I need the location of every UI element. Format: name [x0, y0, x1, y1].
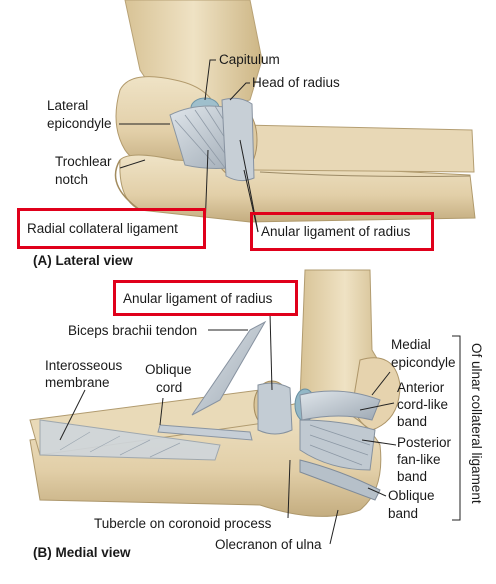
label-anular-ligament-a: Anular ligament of radius	[261, 224, 411, 239]
label-oblique-cord-line1: Oblique	[145, 362, 192, 377]
panel-b-leader-lines	[59, 312, 461, 545]
label-lateral-epicondyle-line2: epicondyle	[47, 116, 112, 131]
label-radial-collateral-ligament: Radial collateral ligament	[27, 221, 178, 236]
label-oblique-band-line2: band	[388, 506, 419, 521]
label-interosseous-line1: Interosseous	[45, 358, 123, 373]
label-anterior-band-line3: band	[397, 414, 428, 429]
label-anterior-band-line2: cord-like	[397, 397, 449, 412]
highlight-box-radial-collateral	[17, 208, 206, 249]
label-medial-epicondyle-line1: Medial	[391, 337, 431, 352]
label-oblique-band-line1: Oblique	[388, 488, 435, 503]
caption-medial-view: (B) Medial view	[33, 545, 131, 560]
label-biceps-brachii-tendon: Biceps brachii tendon	[68, 323, 198, 338]
panel-b-illustration	[29, 269, 401, 517]
caption-lateral-view: (A) Lateral view	[33, 253, 133, 268]
label-anterior-band-line1: Anterior	[397, 380, 445, 395]
label-capitulum: Capitulum	[219, 52, 280, 67]
label-trochlear-notch-line1: Trochlear	[55, 154, 112, 169]
label-lateral-epicondyle-line1: Lateral	[47, 98, 89, 113]
label-ulnar-collateral-bracket: Of ulnar collateral ligament	[469, 343, 484, 504]
label-anular-ligament-b: Anular ligament of radius	[123, 291, 273, 306]
label-medial-epicondyle-line2: epicondyle	[391, 355, 456, 370]
highlight-box-anular-a	[250, 212, 434, 251]
label-interosseous-line2: membrane	[45, 375, 110, 390]
label-oblique-cord-line2: cord	[156, 380, 183, 395]
label-olecranon: Olecranon of ulna	[215, 537, 322, 552]
label-posterior-band-line3: band	[397, 469, 428, 484]
label-trochlear-notch-line2: notch	[55, 172, 89, 187]
panel-a-illustration	[114, 0, 476, 223]
label-tubercle-coronoid: Tubercle on coronoid process	[94, 516, 272, 531]
highlight-box-anular-b	[113, 280, 298, 316]
label-posterior-band-line2: fan-like	[397, 452, 441, 467]
label-posterior-band-line1: Posterior	[397, 435, 452, 450]
label-head-of-radius: Head of radius	[252, 75, 340, 90]
